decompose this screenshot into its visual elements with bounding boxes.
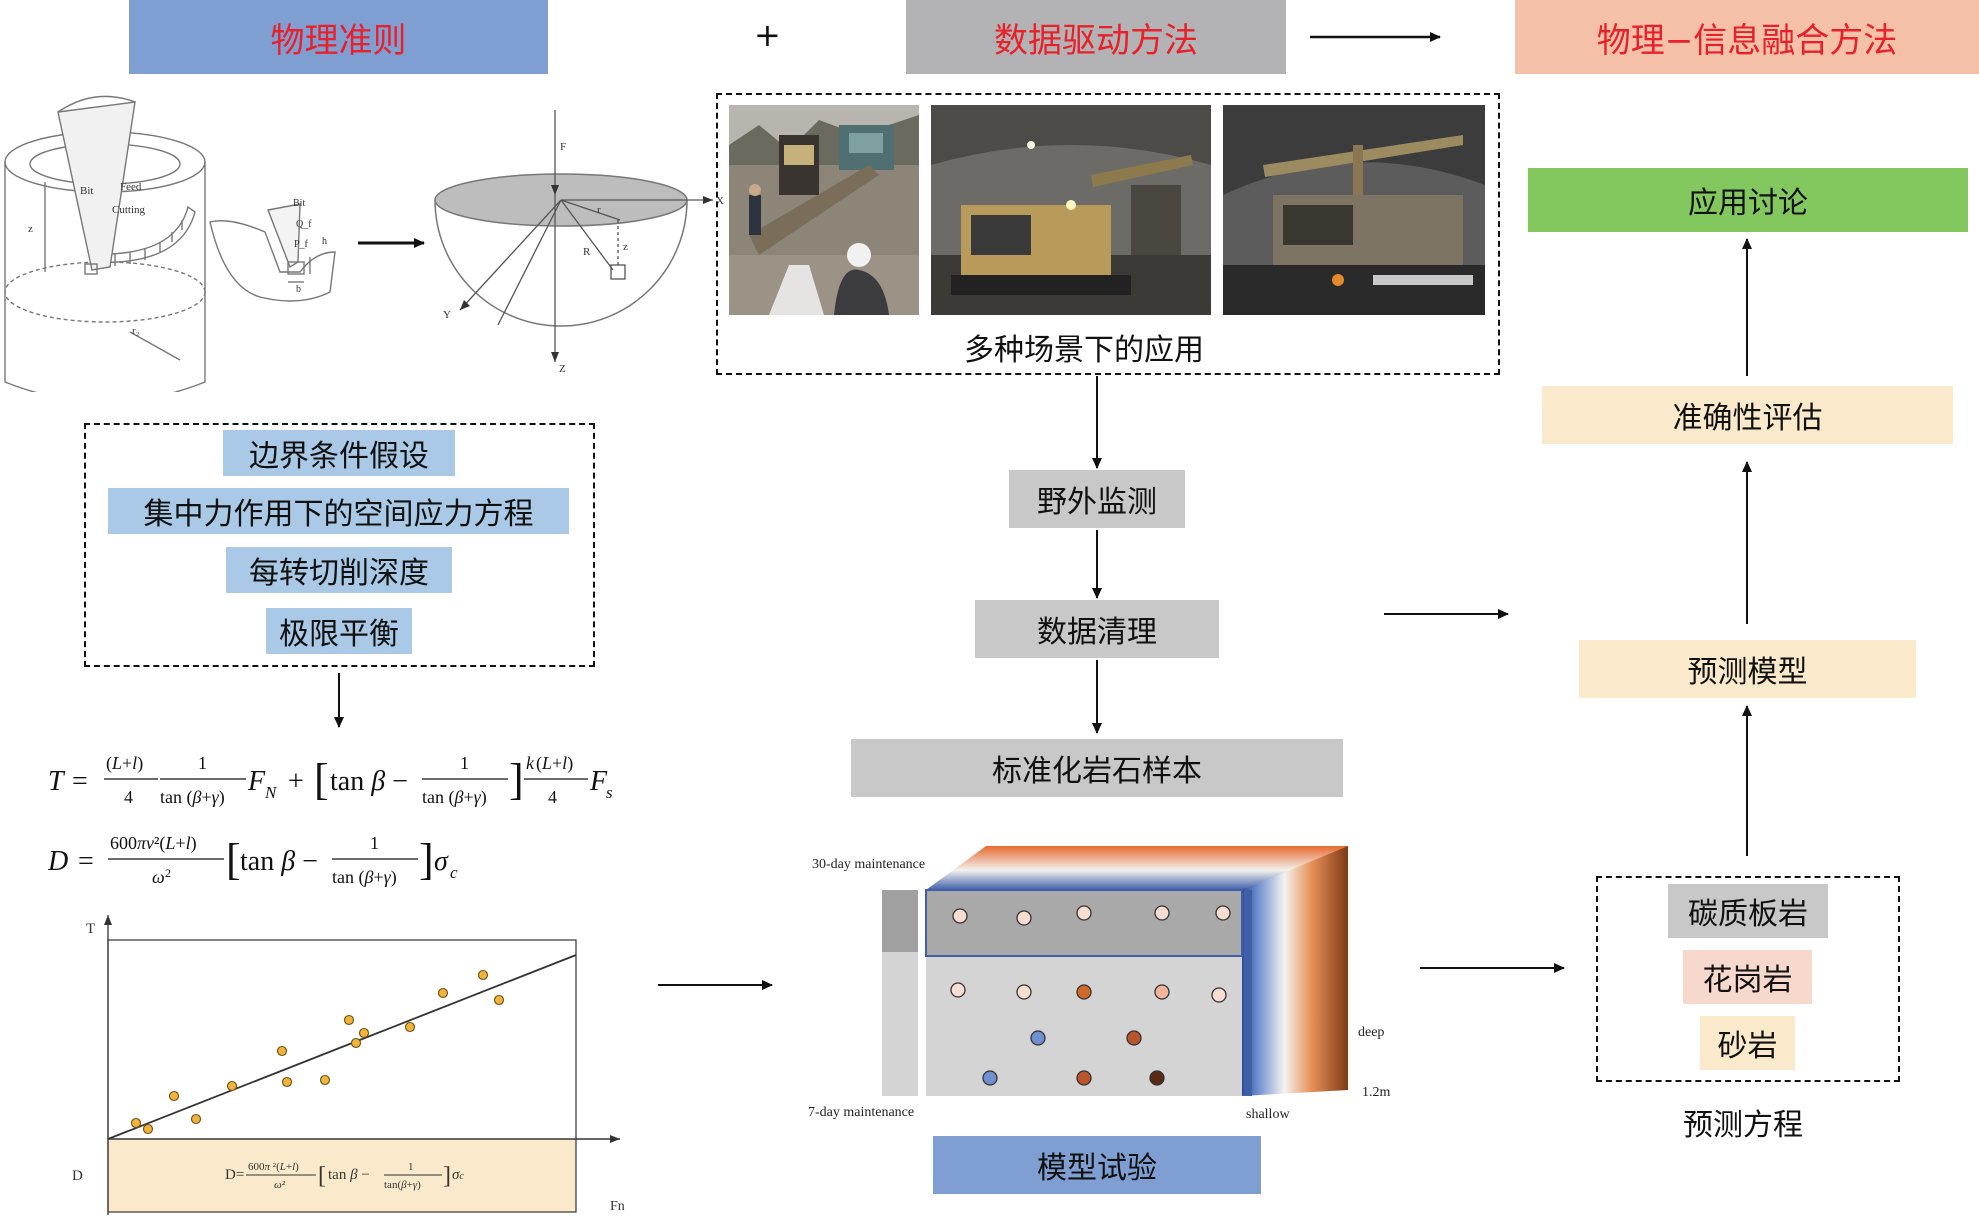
svg-text:[: [ (314, 755, 329, 804)
step-standard-rock-sample: 标准化岩石样本 (851, 739, 1343, 797)
label-z-small: z (623, 241, 628, 253)
svg-text:c: c (450, 863, 458, 882)
svg-text:tan (β+γ): tan (β+γ) (332, 867, 397, 888)
svg-text:2: 2 (165, 866, 171, 880)
svg-text:tan (β+γ): tan (β+γ) (160, 787, 225, 808)
svg-text:1: 1 (408, 1161, 414, 1173)
label-h: h (322, 236, 327, 247)
svg-text:tan (β+γ): tan (β+γ) (422, 787, 487, 808)
svg-text:(L+l): (L+l) (106, 753, 143, 774)
prediction-model-box: 预测模型 (1579, 640, 1916, 698)
axis-z: Z (559, 363, 566, 375)
svg-text:D=: D= (225, 1167, 244, 1183)
svg-text:[: [ (318, 1163, 326, 1189)
application-discussion-box: 应用讨论 (1528, 168, 1968, 232)
step-field-monitoring: 野外监测 (1009, 470, 1185, 528)
svg-text:tan β −: tan β − (330, 766, 408, 797)
assumption-stress-equation: 集中力作用下的空间应力方程 (108, 488, 569, 534)
svg-text:k: k (526, 753, 535, 773)
rock-granite: 花岗岩 (1683, 950, 1812, 1004)
prediction-equation-caption: 预测方程 (1683, 1108, 1803, 1143)
label-cutting: Cutting (112, 204, 146, 216)
label-r: r (597, 204, 601, 216)
svg-text:600π ²(L+l): 600π ²(L+l) (248, 1161, 299, 1173)
axis-y: Y (443, 309, 451, 321)
label-shallow: shallow (1246, 1107, 1290, 1122)
graph-t-axis: T (86, 921, 95, 937)
svg-text:+: + (288, 766, 304, 797)
svg-text:s: s (606, 783, 613, 802)
photo-underground-jumbo (1223, 105, 1485, 315)
svg-text:σ: σ (434, 846, 449, 877)
svg-text:=: = (72, 766, 88, 797)
plus-sign: + (754, 16, 781, 54)
assumptions-box (84, 423, 595, 667)
svg-text:]: ] (443, 1163, 451, 1189)
scenarios-caption: 多种场景下的应用 (964, 333, 1204, 368)
fusion-header: 物理−信息融合方法 (1515, 0, 1979, 74)
svg-text:1: 1 (460, 753, 469, 773)
svg-text:tan β −: tan β − (240, 846, 318, 877)
svg-text:tan(β+γ): tan(β+γ) (384, 1179, 421, 1191)
axis-f: F (560, 141, 566, 153)
equation-torque: T = (L+l) 4 1 tan (β+γ) F N + [ tan β − … (48, 753, 613, 808)
label-30day: 30-day maintenance (812, 857, 925, 872)
svg-text:σc: σc (452, 1167, 464, 1183)
label-bit-small: Bit (293, 198, 305, 209)
svg-text:4: 4 (548, 787, 557, 807)
svg-text:N: N (264, 783, 278, 802)
svg-text:F: F (247, 766, 266, 797)
label-deep: deep (1358, 1025, 1384, 1040)
scenarios-box (716, 93, 1500, 375)
label-r2: r₂ (132, 325, 140, 337)
physics-header: 物理准则 (129, 0, 548, 74)
label-feed: Feed (120, 181, 142, 193)
svg-text:F: F (589, 766, 608, 797)
photo-tunnel-drill-rig (931, 105, 1211, 315)
assumption-limit-equilibrium: 极限平衡 (266, 608, 412, 654)
drill-cutting-diagram: Bit Feed Cutting z r₂ Bit Q_f P_f h b (4, 95, 336, 392)
svg-text:600πv²(L+l): 600πv²(L+l) (110, 833, 197, 854)
rock-types-box (1596, 876, 1900, 1082)
accuracy-evaluation-box: 准确性评估 (1542, 386, 1953, 444)
svg-text:ω: ω (152, 867, 165, 887)
assumption-cut-depth: 每转切削深度 (226, 547, 452, 593)
photo-surface-drilling (729, 105, 919, 315)
svg-text:1: 1 (370, 833, 379, 853)
label-depth: 1.2m (1362, 1085, 1391, 1100)
rock-sandstone: 砂岩 (1700, 1016, 1795, 1070)
graph-d-axis: D (72, 1168, 83, 1184)
label-qf: Q_f (296, 219, 312, 230)
svg-text:]: ] (509, 755, 524, 804)
label-z: z (28, 223, 33, 235)
label-R: R (583, 246, 591, 258)
svg-text:D: D (48, 846, 68, 877)
model-test-box: 模型试验 (933, 1136, 1261, 1194)
svg-text:=: = (78, 846, 94, 877)
svg-text:1: 1 (198, 753, 207, 773)
data-driven-header: 数据驱动方法 (906, 0, 1286, 74)
label-7day: 7-day maintenance (808, 1105, 914, 1120)
label-b: b (296, 284, 301, 295)
svg-text:[: [ (226, 835, 241, 884)
svg-text:tan β −: tan β − (328, 1167, 370, 1183)
svg-text:]: ] (419, 835, 434, 884)
assumption-boundary: 边界条件假设 (223, 430, 455, 476)
axis-x: X (716, 195, 724, 207)
torque-force-graph: T D Fn D= 600π ²(L+l) ω² [ tan β − 1 tan… (72, 915, 625, 1215)
svg-text:ω²: ω² (274, 1179, 286, 1191)
svg-text:4: 4 (124, 787, 133, 807)
svg-text:T: T (48, 766, 66, 797)
hemisphere-stress-diagram: F X Y Z r R z (434, 110, 724, 375)
step-data-cleaning: 数据清理 (975, 600, 1219, 658)
label-pf: P_f (294, 239, 309, 250)
svg-text:(L+l): (L+l) (536, 753, 573, 774)
model-test-illustration: 30-day maintenance 7-day maintenance dee… (808, 846, 1391, 1122)
rock-carbonaceous-slate: 碳质板岩 (1668, 884, 1828, 938)
label-bit: Bit (80, 185, 93, 197)
graph-fn-axis: Fn (610, 1199, 625, 1214)
